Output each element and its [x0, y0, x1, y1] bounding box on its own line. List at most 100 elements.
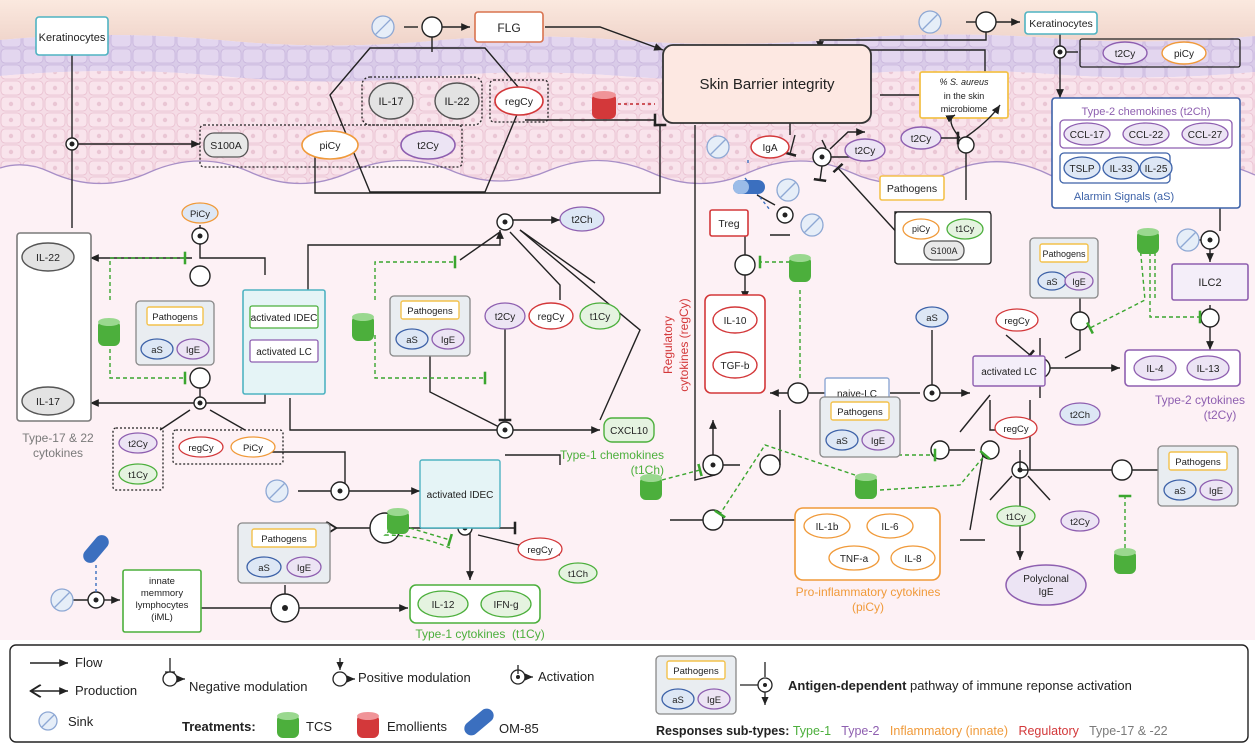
ccl17-node — [1063, 122, 1111, 146]
t1cy-box-label: t1Cy — [956, 224, 975, 234]
saureus-line-3: microbiome — [941, 104, 988, 114]
tcs-dashed-lines — [109, 244, 1202, 555]
ilc2-label: ILC2 — [1198, 277, 1221, 289]
as-label-left: aS — [151, 345, 163, 356]
t2cy-top-node — [400, 130, 456, 160]
ccl22-label: CCL-22 — [1129, 130, 1164, 141]
picy-top-label: piCy — [319, 140, 341, 152]
t2cy-center-node — [484, 302, 526, 330]
tcs-icon — [1114, 548, 1136, 574]
pathogens-label-left: Pathogens — [152, 312, 198, 323]
type1-cytokines-title: Type-1 cytokines (t1Cy) — [415, 627, 544, 641]
t1cy-center-label: t1Cy — [590, 312, 611, 323]
s100a-top-box — [203, 132, 249, 158]
sink-icon — [371, 15, 395, 39]
sink-icon — [706, 135, 730, 159]
ccl22-node — [1122, 122, 1170, 146]
legend-negative-label: Negative modulation — [189, 679, 308, 694]
picy-left-label: PiCy — [190, 209, 210, 220]
t2cy-t1cy-dotted-box — [112, 427, 164, 491]
as-label-mid: aS — [836, 436, 848, 447]
tcs-icon — [387, 508, 409, 534]
sink-icon — [776, 178, 800, 202]
pathogens-label-mid: Pathogens — [837, 407, 883, 418]
activated-idec-mid-label: activated IDEC — [427, 490, 494, 501]
ccl17-label: CCL-17 — [1070, 130, 1105, 141]
sink-icon — [265, 479, 289, 503]
legend-positive-label: Positive modulation — [358, 670, 471, 685]
iga-label: IgA — [762, 143, 777, 154]
t2cy-header-label: t2Cy — [1115, 49, 1136, 60]
ilc2-box — [1171, 263, 1249, 301]
il1b-label: IL-1b — [816, 522, 839, 533]
type17-line-1: Type-17 & 22 — [22, 431, 94, 445]
t2cy-picy-header-box — [1079, 38, 1241, 68]
t1cy-center-node — [579, 302, 621, 330]
t1ch-bottom-node — [558, 562, 598, 584]
legend-flow-label: Flow — [75, 655, 103, 670]
type2-chemokines-title: Type-2 chemokines (t2Ch) — [1082, 106, 1211, 118]
flg-box — [474, 11, 544, 43]
t2ch-top-node — [559, 206, 605, 232]
om85-icon — [83, 535, 109, 563]
picy-box-label: piCy — [912, 224, 931, 234]
nodes: Keratinocytes FLG Skin Barrier integrity… — [16, 11, 1249, 641]
as-label-rb: aS — [1174, 486, 1186, 497]
pathogens-mid-box — [879, 175, 945, 201]
tnfa-label: TNF-a — [840, 554, 869, 565]
il4-label: IL-4 — [1146, 364, 1164, 375]
t2cy-mid-label: t2Cy — [911, 134, 932, 145]
s100a-top-label: S100A — [210, 140, 242, 152]
legend: Flow Production Sink Negative modulation… — [9, 644, 1249, 743]
tcs-icon — [789, 254, 811, 282]
tcs-icon — [1137, 228, 1159, 254]
ige-label-left: IgE — [186, 345, 200, 356]
as-mid-label: aS — [926, 313, 938, 324]
tslp-label: TSLP — [1069, 164, 1094, 175]
pathogens-label-bottom: Pathogens — [261, 534, 307, 545]
t2ch-mid-label: t2Ch — [1070, 410, 1090, 421]
il25-node — [1139, 156, 1173, 180]
negative-modulation-icon — [162, 658, 185, 687]
tcs-icon — [352, 313, 374, 341]
as-label-rt: aS — [1046, 277, 1057, 287]
proinflammatory-line-2: (piCy) — [852, 600, 884, 614]
as-label-center: aS — [406, 335, 418, 346]
pathogens-mid-label: Pathogens — [887, 183, 937, 195]
regcy-mid-label: regCy — [1004, 316, 1030, 327]
activated-lc-mid-label: activated LC — [981, 367, 1037, 378]
sink-icon — [50, 588, 74, 612]
type17-line-2: cytokines — [33, 446, 83, 460]
type2-cytokines-line-2: (t2Cy) — [1204, 408, 1237, 422]
regcy-right-label: regCy — [1003, 424, 1029, 435]
tcs-icon — [277, 712, 299, 738]
pathogens-label-center: Pathogens — [407, 306, 453, 317]
t1cy-right-node — [996, 505, 1036, 527]
type2-cytokines-line-1: Type-2 cytokines — [1155, 393, 1245, 407]
pathogens-label-rb: Pathogens — [1175, 457, 1221, 468]
tgfb-node — [712, 351, 758, 379]
activated-lc-mid-box — [972, 355, 1046, 387]
regcy-right-node — [994, 416, 1038, 440]
picy-left2-label: PiCy — [243, 443, 263, 454]
flg-label: FLG — [497, 21, 520, 35]
ige-label-bottom: IgE — [297, 563, 311, 574]
il8-label: IL-8 — [904, 554, 922, 565]
tcs-icon — [640, 474, 662, 500]
il17-left-node — [21, 386, 75, 416]
il17-top-node — [368, 82, 414, 120]
il25-label: IL-25 — [1145, 164, 1168, 175]
activation-icon — [510, 665, 533, 684]
picy-header-node — [1161, 41, 1207, 65]
iml-line-1: innate — [149, 576, 175, 587]
regulatory-line-2: cytokines (regCy) — [677, 298, 691, 391]
as-mid-node — [915, 306, 949, 328]
regcy-bottom-node — [517, 537, 563, 561]
ccl27-node — [1181, 122, 1229, 146]
il13-node — [1186, 355, 1230, 381]
skin-barrier-box — [662, 44, 872, 124]
sink-icon — [800, 213, 824, 237]
regcy-mid-node — [995, 308, 1039, 332]
picy-box-node — [902, 218, 940, 240]
as-label-bottom: aS — [258, 563, 270, 574]
